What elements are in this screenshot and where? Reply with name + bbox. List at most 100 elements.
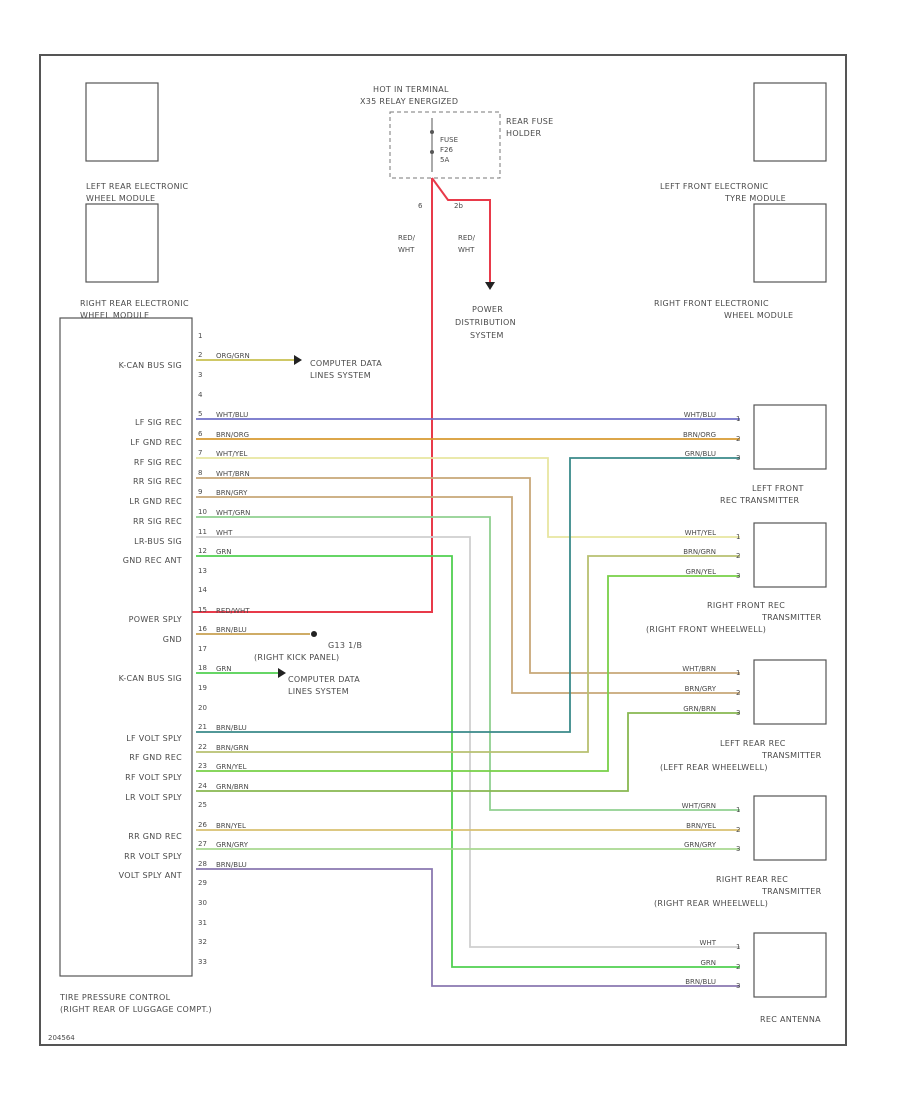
ecu-pin-number: 29 xyxy=(198,879,207,887)
cdl-arrow-2 xyxy=(278,668,286,678)
right-rear-rec-transmitter xyxy=(753,795,827,861)
left-front-rec-transmitter xyxy=(753,404,827,470)
transmitter-wire-color-label: GRN/GRY xyxy=(684,841,717,849)
pin-2b-label: 2b xyxy=(454,202,463,210)
ecu-wire-color-label: BRN/BLU xyxy=(216,861,247,869)
transmitter-wire-color-label: GRN xyxy=(700,959,716,967)
rr-module-label-1: RIGHT REAR ELECTRONIC xyxy=(80,299,189,308)
ecu-pin-label: GND REC ANT xyxy=(123,556,182,565)
ecu-wire-color-label: GRN/YEL xyxy=(216,763,247,771)
antenna-label: REC ANTENNA xyxy=(760,1015,821,1024)
fuse-holder-label-2: HOLDER xyxy=(506,129,541,138)
wire-rr-sig-2 xyxy=(196,516,740,811)
fuse-label-3: 5A xyxy=(440,156,449,164)
transmitter-pin-number: 2 xyxy=(736,552,740,560)
ecu-name-1: TIRE PRESSURE CONTROL xyxy=(59,993,171,1002)
ecu-wire-color-label: BRN/GRN xyxy=(216,744,249,752)
pds-label-1: POWER xyxy=(472,305,503,314)
ecu-wire-color-label: BRN/BLU xyxy=(216,724,247,732)
transmitter-pin-number: 1 xyxy=(736,943,740,951)
ecu-pin-number: 8 xyxy=(198,469,202,477)
ecu-name-2: (RIGHT REAR OF LUGGAGE COMPT.) xyxy=(60,1005,212,1014)
ecu-pin-number: 6 xyxy=(198,430,203,438)
ecu-pin-number: 19 xyxy=(198,684,207,692)
wire-rf-sig xyxy=(196,457,740,538)
cdl-ref-4: LINES SYSTEM xyxy=(288,687,349,696)
ecu-pin-number: 18 xyxy=(198,664,207,672)
transmitter-pin-number: 1 xyxy=(736,415,740,423)
lf-tx-label-2: REC TRANSMITTER xyxy=(720,496,800,505)
transmitter-pin-number: 3 xyxy=(736,982,740,990)
hot-label-2: X35 RELAY ENERGIZED xyxy=(360,97,458,106)
ecu-pin-number: 17 xyxy=(198,645,207,653)
ecu-pin-number: 30 xyxy=(198,899,207,907)
left-front-wheel-module xyxy=(753,82,827,162)
ecu-pin-number: 21 xyxy=(198,723,207,731)
transmitter-wire-color-label: GRN/BLU xyxy=(685,450,716,458)
ecu-pin-label: LR VOLT SPLY xyxy=(125,793,182,802)
ecu-pin-label: K-CAN BUS SIG xyxy=(119,361,182,370)
ecu-pin-label: LR GND REC xyxy=(129,497,182,506)
ecu-pin-label: LF SIG REC xyxy=(135,418,182,427)
ecu-pin-number: 9 xyxy=(198,488,202,496)
ecu-pin-number: 20 xyxy=(198,704,207,712)
rf-module-label-2: WHEEL MODULE xyxy=(724,311,793,320)
ecu-pin-number: 25 xyxy=(198,801,207,809)
wire-lr-volt xyxy=(196,712,740,792)
transmitter-wire-color-label: BRN/GRN xyxy=(683,548,716,556)
ecu-pin-number: 13 xyxy=(198,567,207,575)
ecu-wire-color-label: WHT/BRN xyxy=(216,470,250,478)
transmitter-wire-color-label: BRN/YEL xyxy=(686,822,716,830)
lr-tx-label-3: (LEFT REAR WHEELWELL) xyxy=(660,763,768,772)
ecu-pin-number: 12 xyxy=(198,547,207,555)
transmitter-pin-number: 2 xyxy=(736,963,740,971)
rf-tx-label-2: TRANSMITTER xyxy=(761,613,822,622)
transmitter-pin-number: 2 xyxy=(736,689,740,697)
ecu-pin-number: 23 xyxy=(198,762,207,770)
ecu-pin-number: 31 xyxy=(198,919,207,927)
rr-tx-label-3: (RIGHT REAR WHEELWELL) xyxy=(654,899,768,908)
ecu-wire-color-label: BRN/BLU xyxy=(216,626,247,634)
wire-b-label-2: WHT xyxy=(458,246,475,254)
ecu-pin-label: RF GND REC xyxy=(129,753,182,762)
transmitter-wire-color-label: WHT/BRN xyxy=(682,665,716,673)
ecu-wire-color-label: GRN/BRN xyxy=(216,783,249,791)
rf-module-label-1: RIGHT FRONT ELECTRONIC xyxy=(654,299,769,308)
ecu-wire-color-label: BRN/ORG xyxy=(216,431,249,439)
ecu-wire-color-label: RED/WHT xyxy=(216,607,250,615)
ecu-wire-color-label: BRN/GRY xyxy=(216,489,248,497)
ecu-pin-number: 24 xyxy=(198,782,207,790)
ecu-pin-number: 7 xyxy=(198,449,202,457)
ecu-wire-color-labels: ORG/GRNWHT/BLUBRN/ORGWHT/YELWHT/BRNBRN/G… xyxy=(216,352,250,869)
wire-b-label-1: RED/ xyxy=(458,234,476,242)
wire-volt-ant xyxy=(196,868,740,987)
ecu-pin-label: RF VOLT SPLY xyxy=(125,773,182,782)
ecu-pin-number: 5 xyxy=(198,410,202,418)
lr-module-label-1: LEFT REAR ELECTRONIC xyxy=(86,182,189,191)
ecu-pin-label: RR GND REC xyxy=(128,832,182,841)
pin-6-label: 6 xyxy=(418,202,423,210)
wire-rr-sig xyxy=(196,477,740,674)
ecu-pin-number: 10 xyxy=(198,508,207,516)
ecu-pin-label: RR VOLT SPLY xyxy=(124,852,182,861)
ecu-pin-number: 22 xyxy=(198,743,207,751)
cdl-ref-3: COMPUTER DATA xyxy=(288,675,360,684)
transmitter-wire-color-label: WHT xyxy=(700,939,717,947)
ecu-wire-color-label: GRN/GRY xyxy=(216,841,249,849)
wire-a-label-2: WHT xyxy=(398,246,415,254)
hot-label-1: HOT IN TERMINAL xyxy=(373,85,449,94)
transmitter-wire-color-label: WHT/BLU xyxy=(684,411,716,419)
ecu-pin-number: 11 xyxy=(198,528,207,536)
wires xyxy=(196,359,740,987)
rear-fuse-holder-box xyxy=(389,111,501,179)
transmitter-pin-number: 1 xyxy=(736,669,740,677)
red-wht-wire-power xyxy=(190,178,433,613)
lr-tx-label-1: LEFT REAR REC xyxy=(720,739,786,748)
transmitter-wire-color-label: GRN/YEL xyxy=(686,568,717,576)
figure-code: 204564 xyxy=(48,1034,75,1042)
ground-point xyxy=(311,631,317,637)
lf-tx-label-1: LEFT FRONT xyxy=(752,484,804,493)
